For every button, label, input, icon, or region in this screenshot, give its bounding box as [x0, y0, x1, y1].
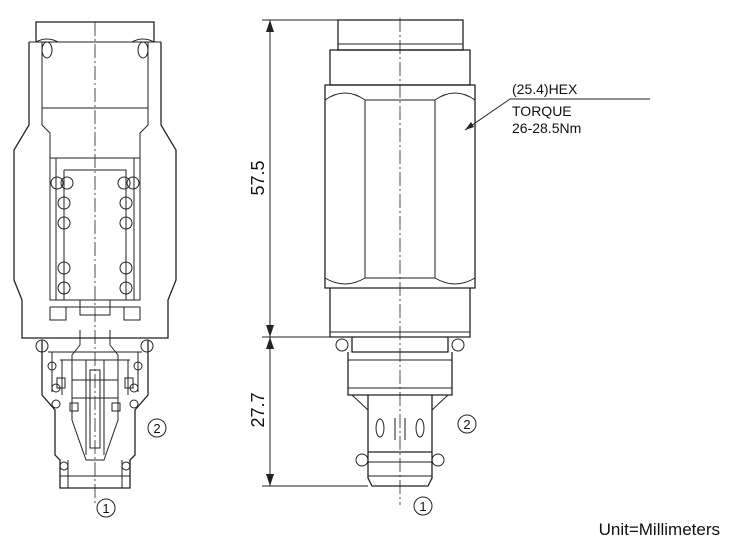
hex-size-label: (25.4)HEX — [512, 81, 578, 97]
port-1-label: 1 — [102, 501, 109, 516]
dimension-upper-length: 57.5 — [248, 160, 268, 195]
torque-label: TORQUE — [512, 103, 572, 119]
port-2-marker-ext — [457, 414, 477, 434]
spring-coils-right — [117, 176, 140, 295]
port-1-marker-ext — [413, 496, 433, 516]
port-1-marker — [96, 498, 116, 518]
section-view: 2 1 — [13, 21, 177, 518]
dimension-lines: 57.5 27.7 — [248, 19, 368, 487]
port-2-marker — [147, 418, 167, 438]
dimension-lower-length: 27.7 — [248, 392, 268, 427]
exterior-view: 2 1 (25.4)HEX TORQUE 26-28.5Nm — [324, 18, 650, 516]
units-note: Unit=Millimeters — [599, 520, 720, 539]
port-1-label-ext: 1 — [419, 499, 426, 514]
spring-coils-left — [50, 176, 74, 295]
torque-value: 26-28.5Nm — [512, 120, 581, 136]
port-2-label-ext: 2 — [463, 417, 470, 432]
callout-arrowhead — [465, 122, 474, 130]
port-2-label: 2 — [153, 421, 160, 436]
